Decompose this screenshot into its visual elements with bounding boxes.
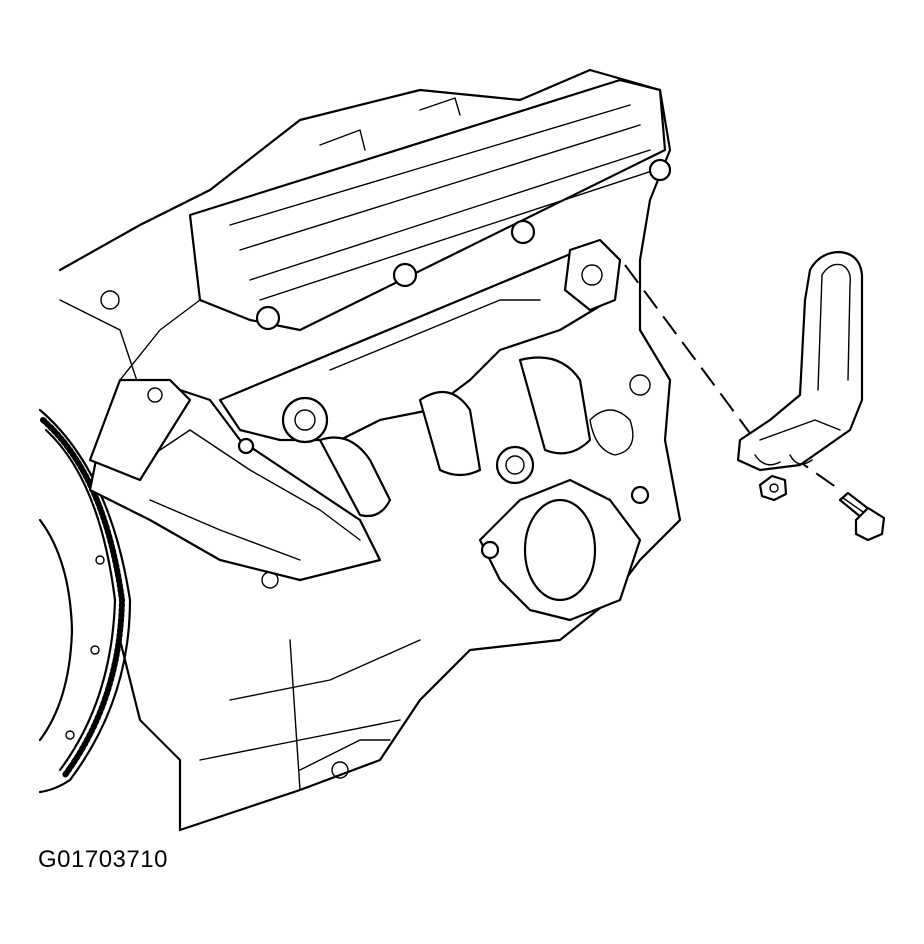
bracket-nut: [758, 474, 788, 502]
exhaust-manifold: [88, 238, 650, 622]
engine-block: [58, 68, 682, 832]
valve-cover: [188, 78, 672, 332]
alignment-guide-line: [624, 264, 756, 441]
flywheel: [38, 408, 132, 794]
manifold-support-bracket: [736, 250, 864, 472]
bracket-bolt: [838, 491, 886, 542]
figure-id-label: G01703710: [38, 846, 168, 873]
